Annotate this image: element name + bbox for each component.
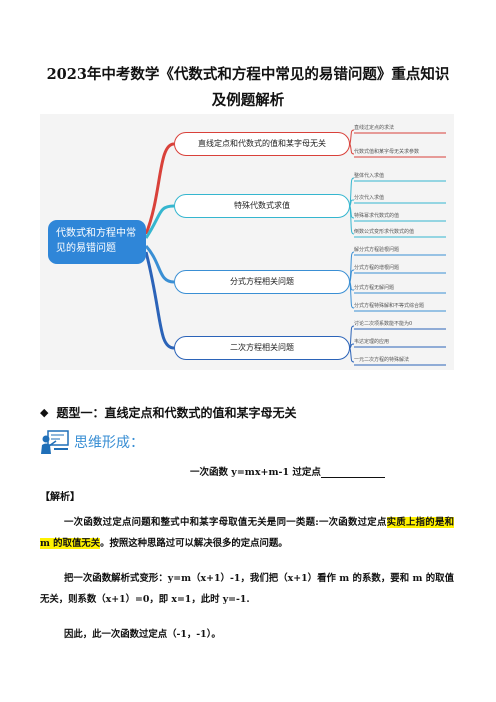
analysis-tag: 【解析】 — [40, 492, 80, 503]
document-title: 2023年中考数学《代数式和方程中常见的易错问题》重点知识及例题解析 — [46, 66, 450, 109]
branch-special-expression: 特殊代数式求值 — [174, 194, 350, 218]
leaf-connectors-3 — [349, 251, 446, 312]
connector-branch-3 — [144, 245, 175, 284]
branch-quadratic-equation: 二次方程相关问题 — [174, 336, 350, 360]
analysis-paragraph-1: 一次函数过定点问题和整式中和某字母取值无关是同一类题:一次函数过定点实质上指的是… — [40, 512, 454, 554]
leaf-2-1: 整体代入求值 — [354, 173, 385, 179]
branch-fractional-equation: 分式方程相关问题 — [174, 270, 350, 294]
leaf-3-4: 分式方程特殊解和不等式综合题 — [354, 303, 425, 309]
thinking-banner: 思维形成： — [40, 430, 144, 454]
thinking-label: 思维形成： — [74, 435, 144, 451]
p1-text-after: 。按照这种思路过可以解决很多的定点问题。 — [100, 538, 288, 549]
branch-line-fixed-point: 直线定点和代数式的值和某字母无关 — [174, 132, 350, 156]
teacher-blackboard-icon — [41, 430, 69, 454]
mind-map-connectors — [144, 129, 446, 366]
leaf-3-1: 解分式方程验根问题 — [354, 247, 400, 253]
mind-map-root: 代数式和方程中常见的易错问题 — [48, 220, 146, 264]
section-heading: ◆ 题型一：直线定点和代数式的值和某字母无关 — [40, 404, 296, 421]
section-heading-text: 题型一：直线定点和代数式的值和某字母无关 — [56, 406, 297, 420]
problem-text: 一次函数 y=mx+m-1 过定点 — [190, 467, 321, 478]
leaf-4-3: 一元二次方程的特殊解法 — [354, 357, 410, 363]
leaf-connectors-1 — [349, 129, 446, 158]
leaf-3-3: 分式方程无解问题 — [354, 285, 395, 291]
answer-blank — [320, 467, 385, 478]
connector-branch-1 — [144, 142, 175, 235]
diamond-bullet-icon: ◆ — [40, 406, 49, 419]
leaf-1-2: 代数式值和某字母无关求参数 — [354, 149, 420, 155]
analysis-paragraph-3: 因此，此一次函数过定点（-1，-1）。 — [64, 629, 221, 640]
mind-map: 代数式和方程中常见的易错问题 直线定点和代数式的值和某字母无关 特殊代数式求值 … — [40, 114, 454, 370]
leaf-connectors-4 — [349, 325, 446, 366]
leaf-connectors-2 — [349, 177, 446, 238]
connector-branch-2 — [144, 204, 175, 239]
p1-text-before: 一次函数过定点问题和整式中和某字母取值无关是同一类题:一次函数过定点 — [64, 517, 387, 528]
analysis-paragraph-2: 把一次函数解析式变形：y=m（x+1）-1，我们把（x+1）看作 m 的系数，要… — [40, 573, 454, 605]
leaf-1-1: 直线过定点的求法 — [354, 125, 395, 131]
leaf-4-1: 讨论二次项系数能不能为0 — [354, 321, 413, 327]
connector-branch-4 — [144, 251, 175, 350]
leaf-2-3: 特殊幂求代数式的值 — [354, 213, 400, 219]
leaf-4-2: 韦达定理的应用 — [354, 339, 390, 345]
leaf-2-2: 分次代入求值 — [354, 195, 385, 201]
leaf-3-2: 分式方程的增根问题 — [354, 265, 400, 271]
leaf-2-4: 倒数公式变形求代数式的值 — [354, 229, 415, 235]
problem-statement: 一次函数 y=mx+m-1 过定点 — [190, 464, 385, 478]
